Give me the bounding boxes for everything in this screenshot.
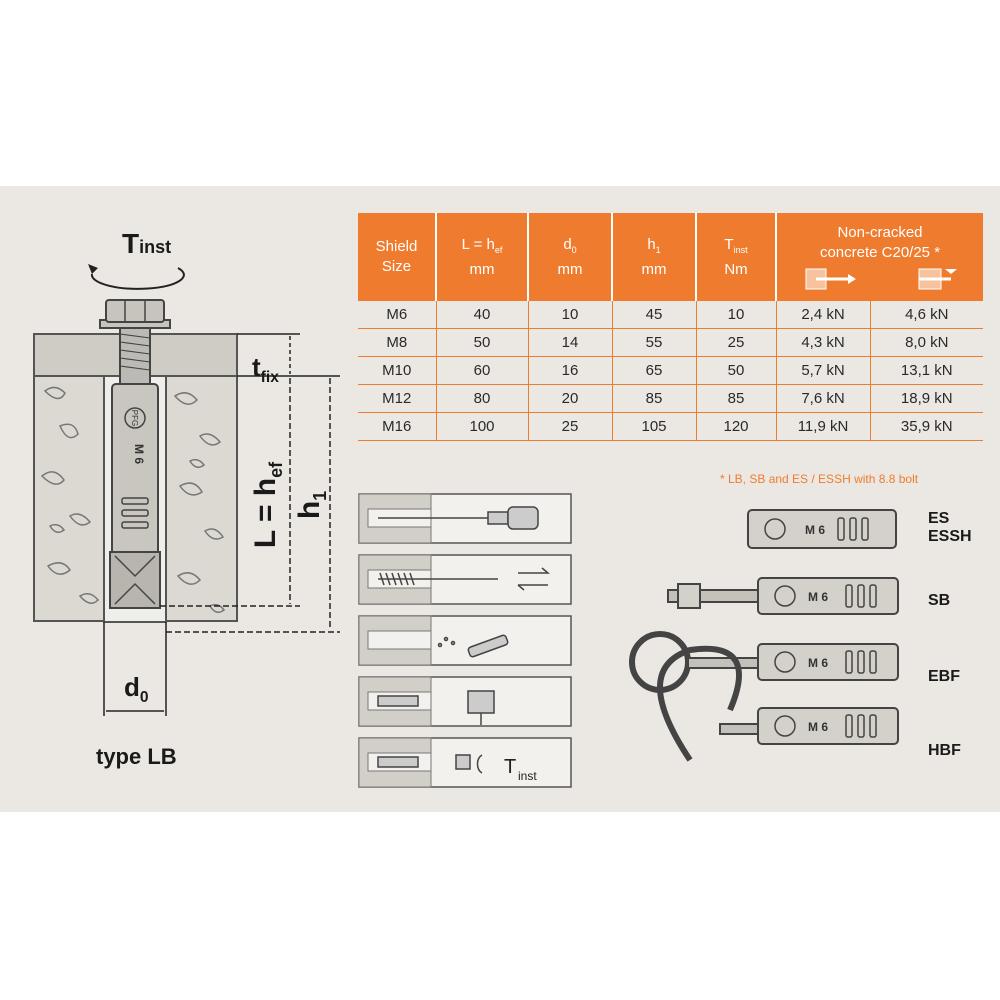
variant-ebf-label: EBF: [928, 668, 960, 685]
table-cell: 14: [528, 328, 613, 357]
step5-torque-label: T: [504, 756, 516, 778]
variant-es-body: [747, 509, 897, 549]
d0-label: d0: [124, 672, 149, 707]
tension-load-icon: [805, 268, 856, 290]
logo-text: PFG: [130, 410, 139, 426]
table-cell: 100: [436, 412, 529, 441]
bolt-thread: [119, 323, 151, 385]
anchor-cross-section-diagram: PFG M 6: [33, 264, 340, 716]
product-variants: M 6 M 6 M 6 M 6: [629, 509, 899, 762]
table-cell: 7,6 kN: [776, 384, 871, 413]
table-cell: 60: [436, 356, 529, 385]
concrete-texture: [40, 386, 226, 613]
brush-icon: [378, 567, 551, 591]
torque-arrow: [90, 267, 185, 290]
svg-text:inst: inst: [518, 769, 537, 783]
logo-badge: [124, 407, 146, 429]
header-non-cracked-concrete: Non-cracked concrete C20/25 *: [776, 213, 983, 301]
table-cell: 25: [696, 328, 777, 357]
table-cell: 8,0 kN: [870, 328, 983, 357]
table-cell: 2,4 kN: [776, 301, 871, 329]
blower-icon: [437, 634, 509, 658]
drill-icon: [378, 506, 539, 530]
variant-hbf-hook: [657, 645, 742, 762]
shear-load-icon: [918, 268, 957, 290]
table-cell: M6: [358, 301, 437, 329]
expansion-cone: [109, 551, 161, 609]
table-cell: 85: [696, 384, 777, 413]
variant-hbf-body: [757, 707, 899, 745]
table-cell: 65: [612, 356, 697, 385]
dimension-lines: [103, 333, 340, 716]
table-cell: 13,1 kN: [870, 356, 983, 385]
table-cell: 5,7 kN: [776, 356, 871, 385]
type-label: type LB: [96, 744, 177, 769]
table-cell: M8: [358, 328, 437, 357]
table-cell: M12: [358, 384, 437, 413]
table-cell: 50: [436, 328, 529, 357]
anchor-marking: M 6: [132, 444, 146, 464]
variant-ebf-body: [757, 643, 899, 681]
table-cell: 10: [528, 301, 613, 329]
table-cell: 45: [612, 301, 697, 329]
installation-steps: T inst: [358, 493, 572, 788]
table-cell: M10: [358, 356, 437, 385]
table-cell: 18,9 kN: [870, 384, 983, 413]
table-cell: 40: [436, 301, 529, 329]
table-cell: 85: [612, 384, 697, 413]
variant-ebf-marking: M 6: [808, 656, 828, 670]
variant-es-marking: M 6: [805, 523, 825, 537]
table-cell: 11,9 kN: [776, 412, 871, 441]
table-cell: 20: [528, 384, 613, 413]
variant-sb-body: [757, 577, 899, 615]
variant-sb-marking: M 6: [808, 590, 828, 604]
table-cell: 120: [696, 412, 777, 441]
torque-label: Tinst: [122, 228, 172, 259]
table-cell: 25: [528, 412, 613, 441]
table-footnote: * LB, SB and ES / ESSH with 8.8 bolt: [720, 472, 919, 486]
t-fix-label: tfix: [252, 352, 279, 387]
length-label: L = hef: [249, 461, 286, 549]
table-cell: 10: [696, 301, 777, 329]
variant-sb-nut: [677, 583, 701, 609]
table-cell: 50: [696, 356, 777, 385]
table-cell: M16: [358, 412, 437, 441]
table-cell: 105: [612, 412, 697, 441]
h1-label: h1: [293, 490, 331, 520]
table-cell: 55: [612, 328, 697, 357]
torque-wrench-icon: [377, 754, 483, 774]
table-cell: 35,9 kN: [870, 412, 983, 441]
hammer-icon: [377, 690, 495, 725]
hex-nut: [105, 299, 165, 323]
table-cell: 4,6 kN: [870, 301, 983, 329]
table-cell: 4,3 kN: [776, 328, 871, 357]
variant-hbf-label: HBF: [928, 742, 961, 759]
variant-hbf-marking: M 6: [808, 720, 828, 734]
table-cell: 80: [436, 384, 529, 413]
table-cell: 16: [528, 356, 613, 385]
variant-sb-label: SB: [928, 592, 951, 609]
